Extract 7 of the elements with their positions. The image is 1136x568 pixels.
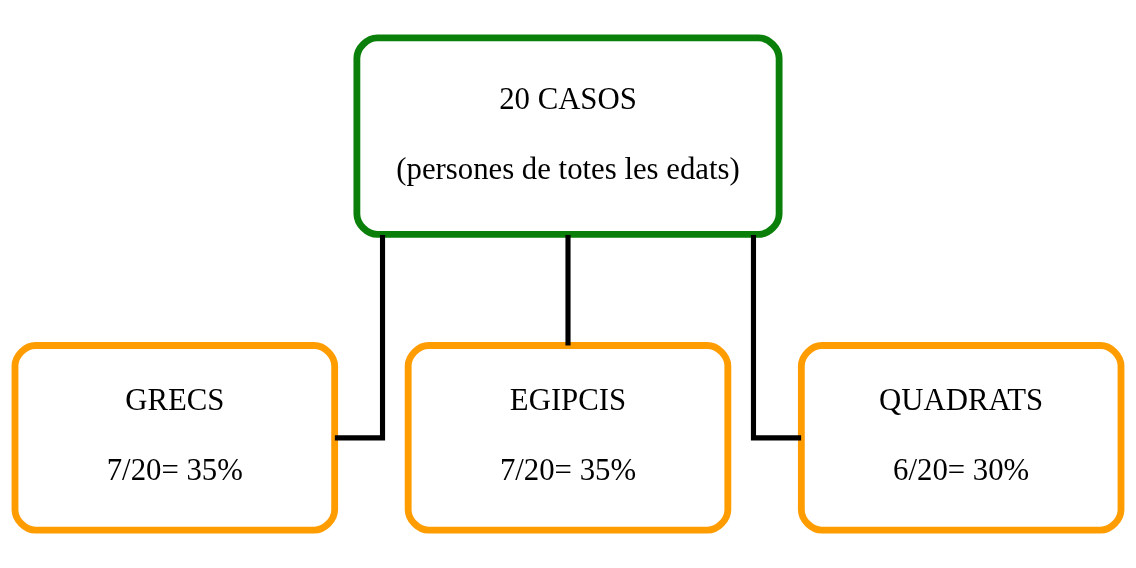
node-box: QUADRATS 6/20= 30% bbox=[797, 342, 1125, 534]
connector bbox=[334, 234, 386, 441]
connector bbox=[750, 234, 802, 441]
node-box: GRECS 7/20= 35% bbox=[11, 342, 339, 534]
node-box: 20 CASOS (persones de totes les edats) bbox=[353, 34, 783, 238]
connector bbox=[565, 234, 571, 346]
node-box: EGIPCIS 7/20= 35% bbox=[404, 342, 732, 534]
